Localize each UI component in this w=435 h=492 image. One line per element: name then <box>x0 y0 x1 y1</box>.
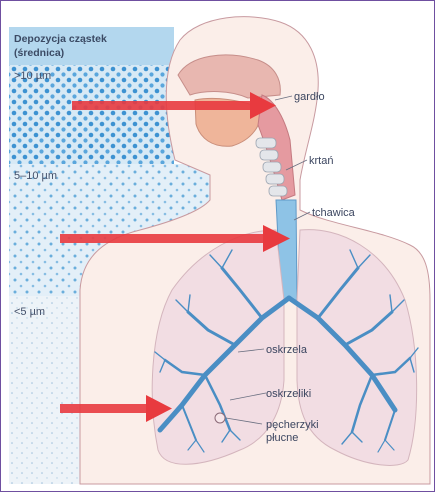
label-bronchioles: oskrzeliki <box>266 388 311 400</box>
label-pharynx: gardło <box>294 91 325 103</box>
zone-label-large: >10 µm <box>14 70 51 82</box>
label-bronchi: oskrzela <box>266 344 308 356</box>
zone-label-small: <5 µm <box>14 306 45 318</box>
label-alveoli-line-2: płucne <box>266 432 298 444</box>
label-larynx: krtań <box>309 155 333 167</box>
label-trachea: tchawica <box>312 207 356 219</box>
header-line-2: (średnica) <box>14 47 64 59</box>
alveoli-marker <box>215 413 225 423</box>
zone-label-medium: 5–10 µm <box>14 170 57 182</box>
header-line-1: Depozycja cząstek <box>14 33 107 45</box>
label-alveoli-line-1: pęcherzyki <box>266 419 319 431</box>
